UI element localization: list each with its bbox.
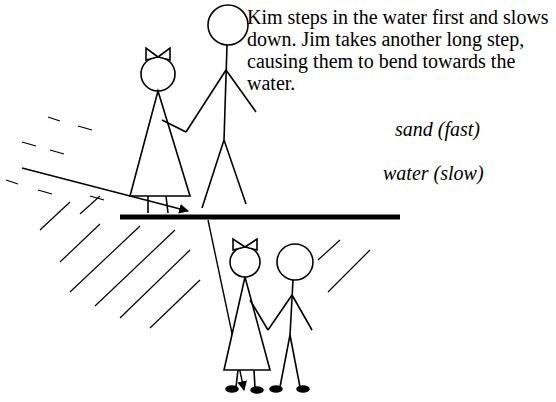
body — [290, 280, 293, 335]
water-hatch — [60, 224, 100, 262]
sand-dash — [38, 190, 52, 194]
water-hatch — [70, 226, 140, 292]
arm — [162, 120, 186, 132]
foot — [251, 387, 263, 393]
water-hatch — [95, 230, 175, 306]
sand-dash — [78, 126, 92, 130]
leg — [290, 335, 300, 387]
leg — [224, 140, 246, 204]
sand-dash — [50, 150, 64, 154]
water-hatch — [150, 280, 200, 328]
leg — [254, 370, 255, 388]
region-label: sand (fast) — [395, 118, 480, 140]
dress — [224, 277, 270, 370]
kim-upper — [130, 48, 190, 213]
region-label: water (slow) — [383, 162, 484, 184]
leg — [147, 196, 149, 213]
sand-dash — [6, 180, 18, 184]
water-hatch — [40, 202, 70, 230]
foot — [297, 386, 309, 392]
arm — [292, 295, 312, 330]
head — [141, 57, 175, 91]
head — [277, 244, 313, 280]
caption-note: Kim steps in the water first and slows d… — [247, 6, 549, 94]
boundary-line — [120, 215, 400, 220]
arm — [186, 70, 226, 132]
head — [208, 5, 248, 45]
head — [230, 247, 260, 277]
arm — [250, 300, 268, 330]
dress — [130, 91, 190, 196]
arm — [268, 295, 292, 330]
sand-dash — [22, 142, 36, 146]
foot — [270, 386, 282, 392]
leg — [202, 140, 224, 208]
sand-dashes — [6, 117, 104, 200]
leg — [166, 196, 168, 213]
foot — [226, 386, 238, 392]
body — [224, 45, 227, 140]
water-hatch — [318, 240, 340, 260]
jim-lower — [268, 244, 313, 392]
leg — [280, 335, 290, 387]
water-hatch — [80, 196, 100, 214]
sand-dash — [48, 117, 60, 121]
bow — [233, 239, 257, 250]
kim-lower — [224, 239, 270, 393]
bow — [146, 48, 170, 60]
water-hatch — [328, 250, 370, 292]
leg — [236, 370, 238, 387]
water-hatch — [120, 250, 190, 318]
jim-upper — [186, 5, 256, 208]
